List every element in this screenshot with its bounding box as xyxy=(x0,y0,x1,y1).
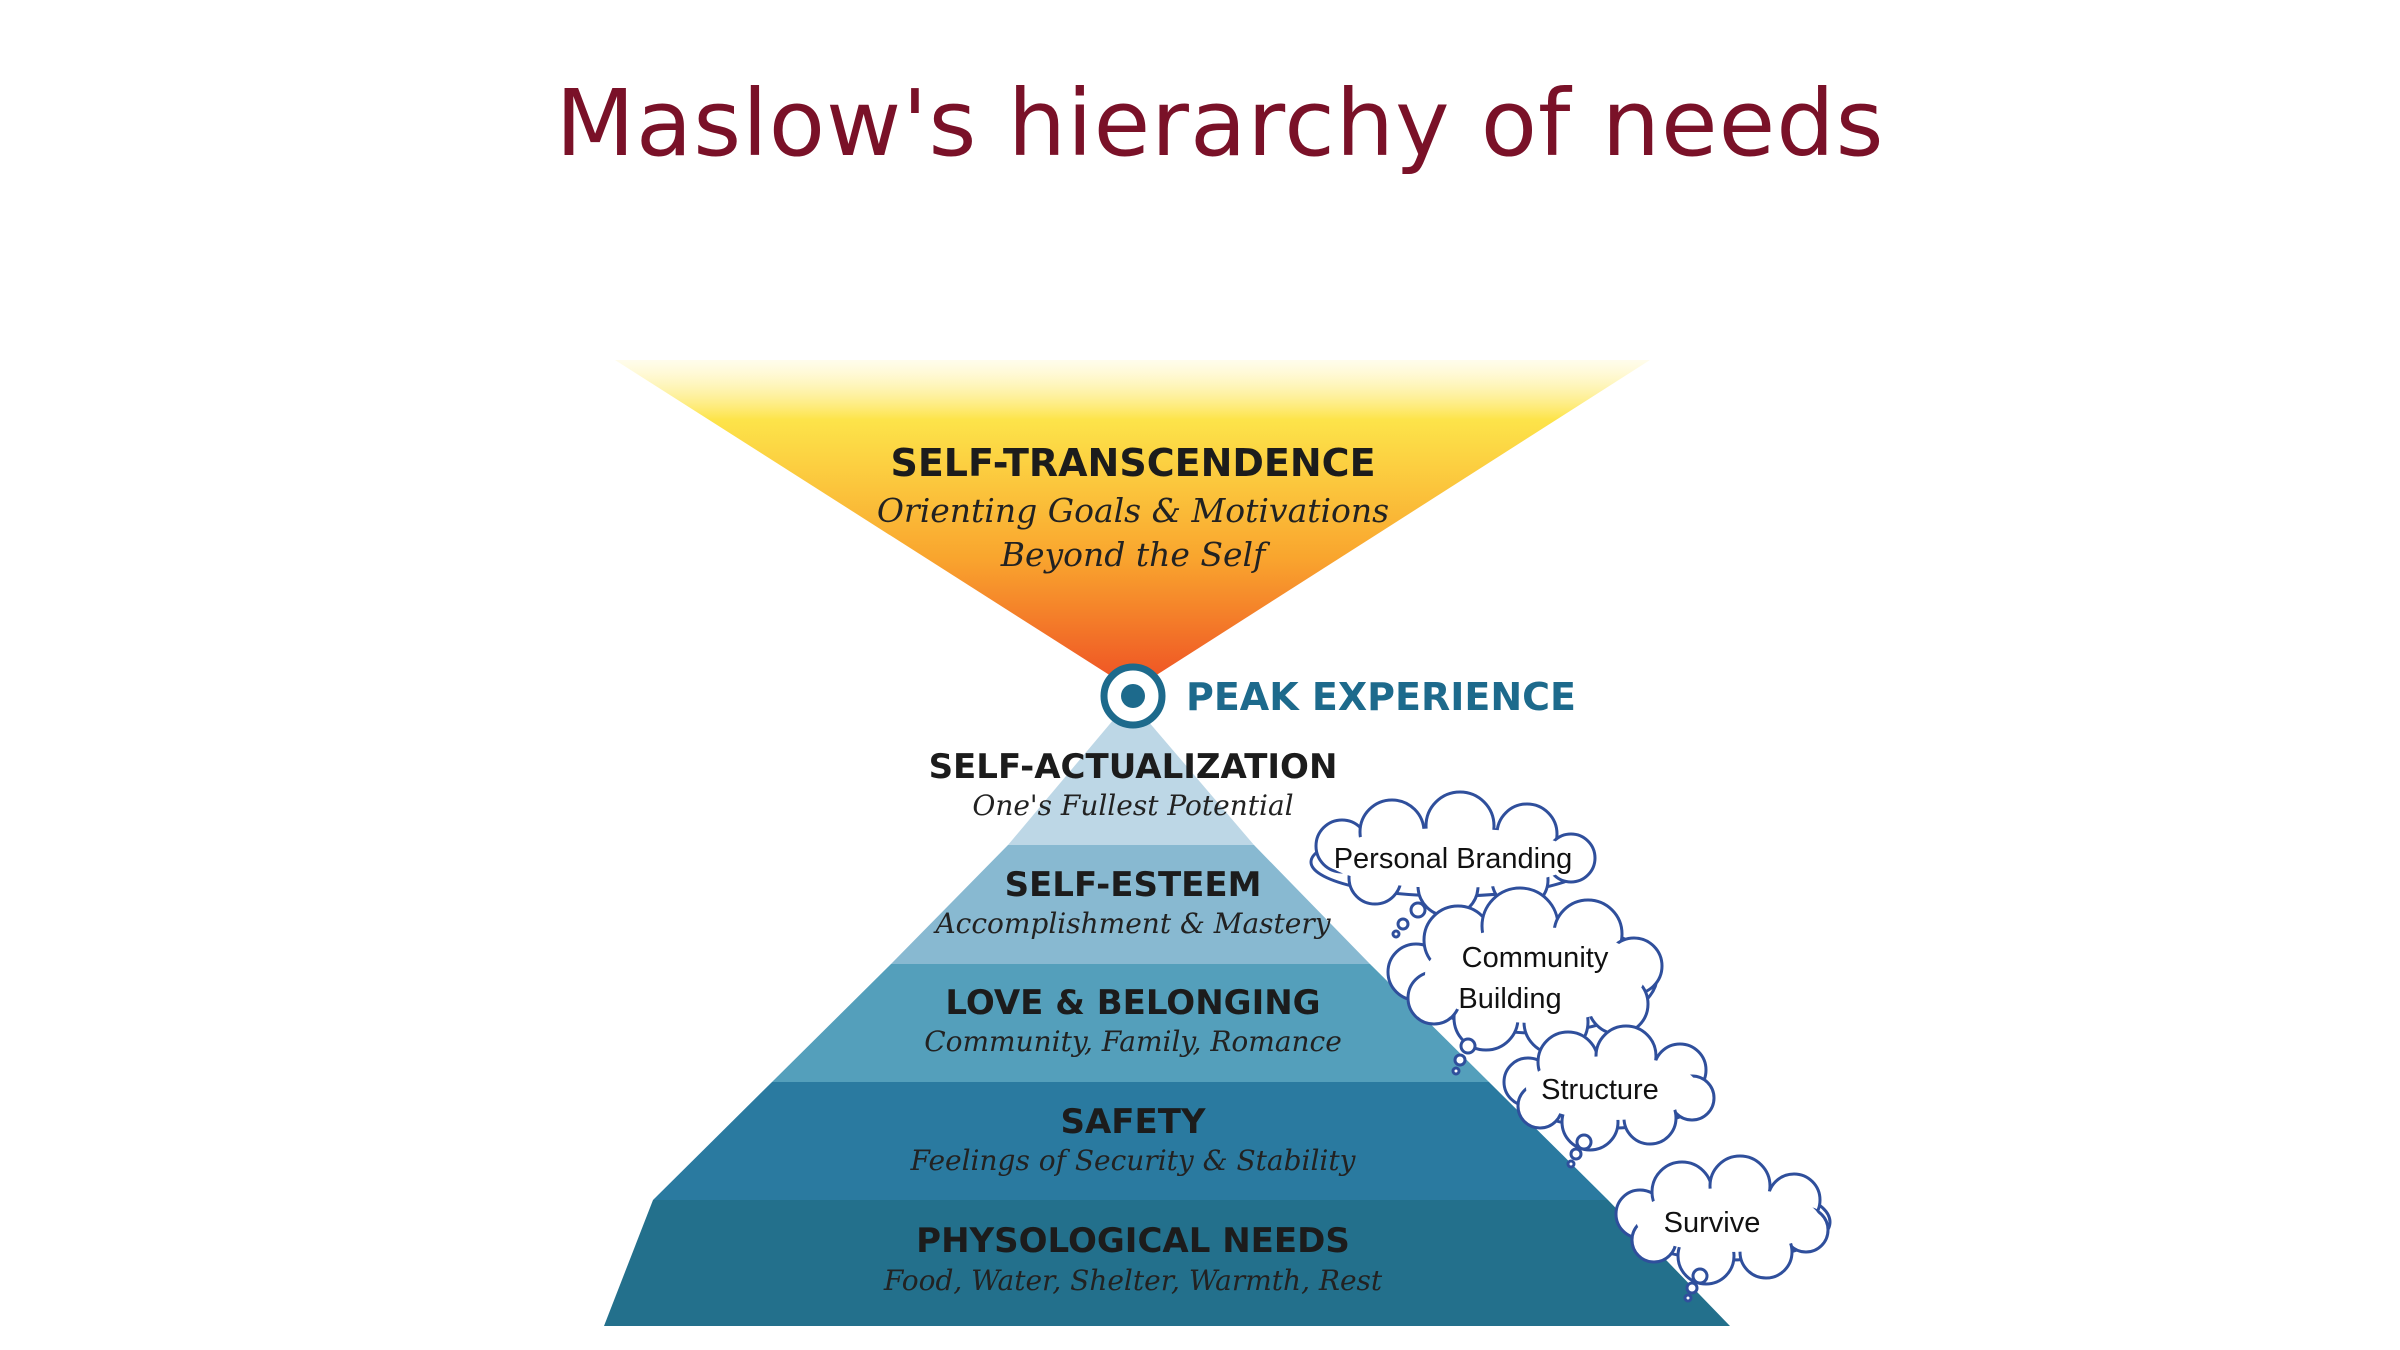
self-transcendence-level: SELF-TRANSCENDENCE Orienting Goals & Mot… xyxy=(615,360,1650,690)
physiological-band xyxy=(604,1200,1730,1326)
safety-title: SAFETY xyxy=(1060,1102,1205,1142)
self-esteem-band xyxy=(891,845,1370,964)
self-transcendence-title: SELF-TRANSCENDENCE xyxy=(890,441,1375,485)
peak-experience-label: PEAK EXPERIENCE xyxy=(1186,675,1576,719)
physiological-title: PHYSOLOGICAL NEEDS xyxy=(916,1221,1350,1261)
cloud-community-text-line1: Community xyxy=(1462,942,1609,974)
cloud-community-text-line2: Building xyxy=(1458,983,1561,1015)
cloud-structure: Structure xyxy=(1502,1024,1716,1169)
pyramid: SELF-ACTUALIZATION One's Fullest Potenti… xyxy=(604,700,1730,1326)
physiological-subtitle: Food, Water, Shelter, Warmth, Rest xyxy=(883,1264,1383,1297)
self-transcendence-subtitle-line1: Orienting Goals & Motivations xyxy=(877,491,1389,530)
cloud-survive: Survive xyxy=(1614,1154,1832,1303)
slide-title: Maslow's hierarchy of needs xyxy=(555,70,1885,177)
safety-band xyxy=(653,1082,1608,1200)
self-esteem-title: SELF-ESTEEM xyxy=(1005,865,1262,905)
cloud-survive-text: Survive xyxy=(1664,1207,1761,1239)
cloud-community-building: Community Building xyxy=(1386,886,1664,1076)
cloud-personal-branding: Personal Branding xyxy=(1309,790,1597,939)
peak-experience: PEAK EXPERIENCE xyxy=(1100,663,1576,729)
self-actualization-subtitle: One's Fullest Potential xyxy=(972,789,1293,822)
safety-subtitle: Feelings of Security & Stability xyxy=(910,1144,1357,1177)
self-esteem-subtitle: Accomplishment & Mastery xyxy=(932,907,1331,940)
love-belonging-band xyxy=(772,964,1489,1082)
love-belonging-title: LOVE & BELONGING xyxy=(945,983,1320,1023)
cloud-structure-text: Structure xyxy=(1541,1074,1659,1106)
love-belonging-subtitle: Community, Family, Romance xyxy=(924,1025,1342,1058)
self-actualization-title: SELF-ACTUALIZATION xyxy=(929,747,1338,787)
self-actualization-band xyxy=(1008,700,1254,845)
cloud-personal-branding-text: Personal Branding xyxy=(1334,843,1573,875)
self-transcendence-subtitle-line2: Beyond the Self xyxy=(1000,535,1271,574)
